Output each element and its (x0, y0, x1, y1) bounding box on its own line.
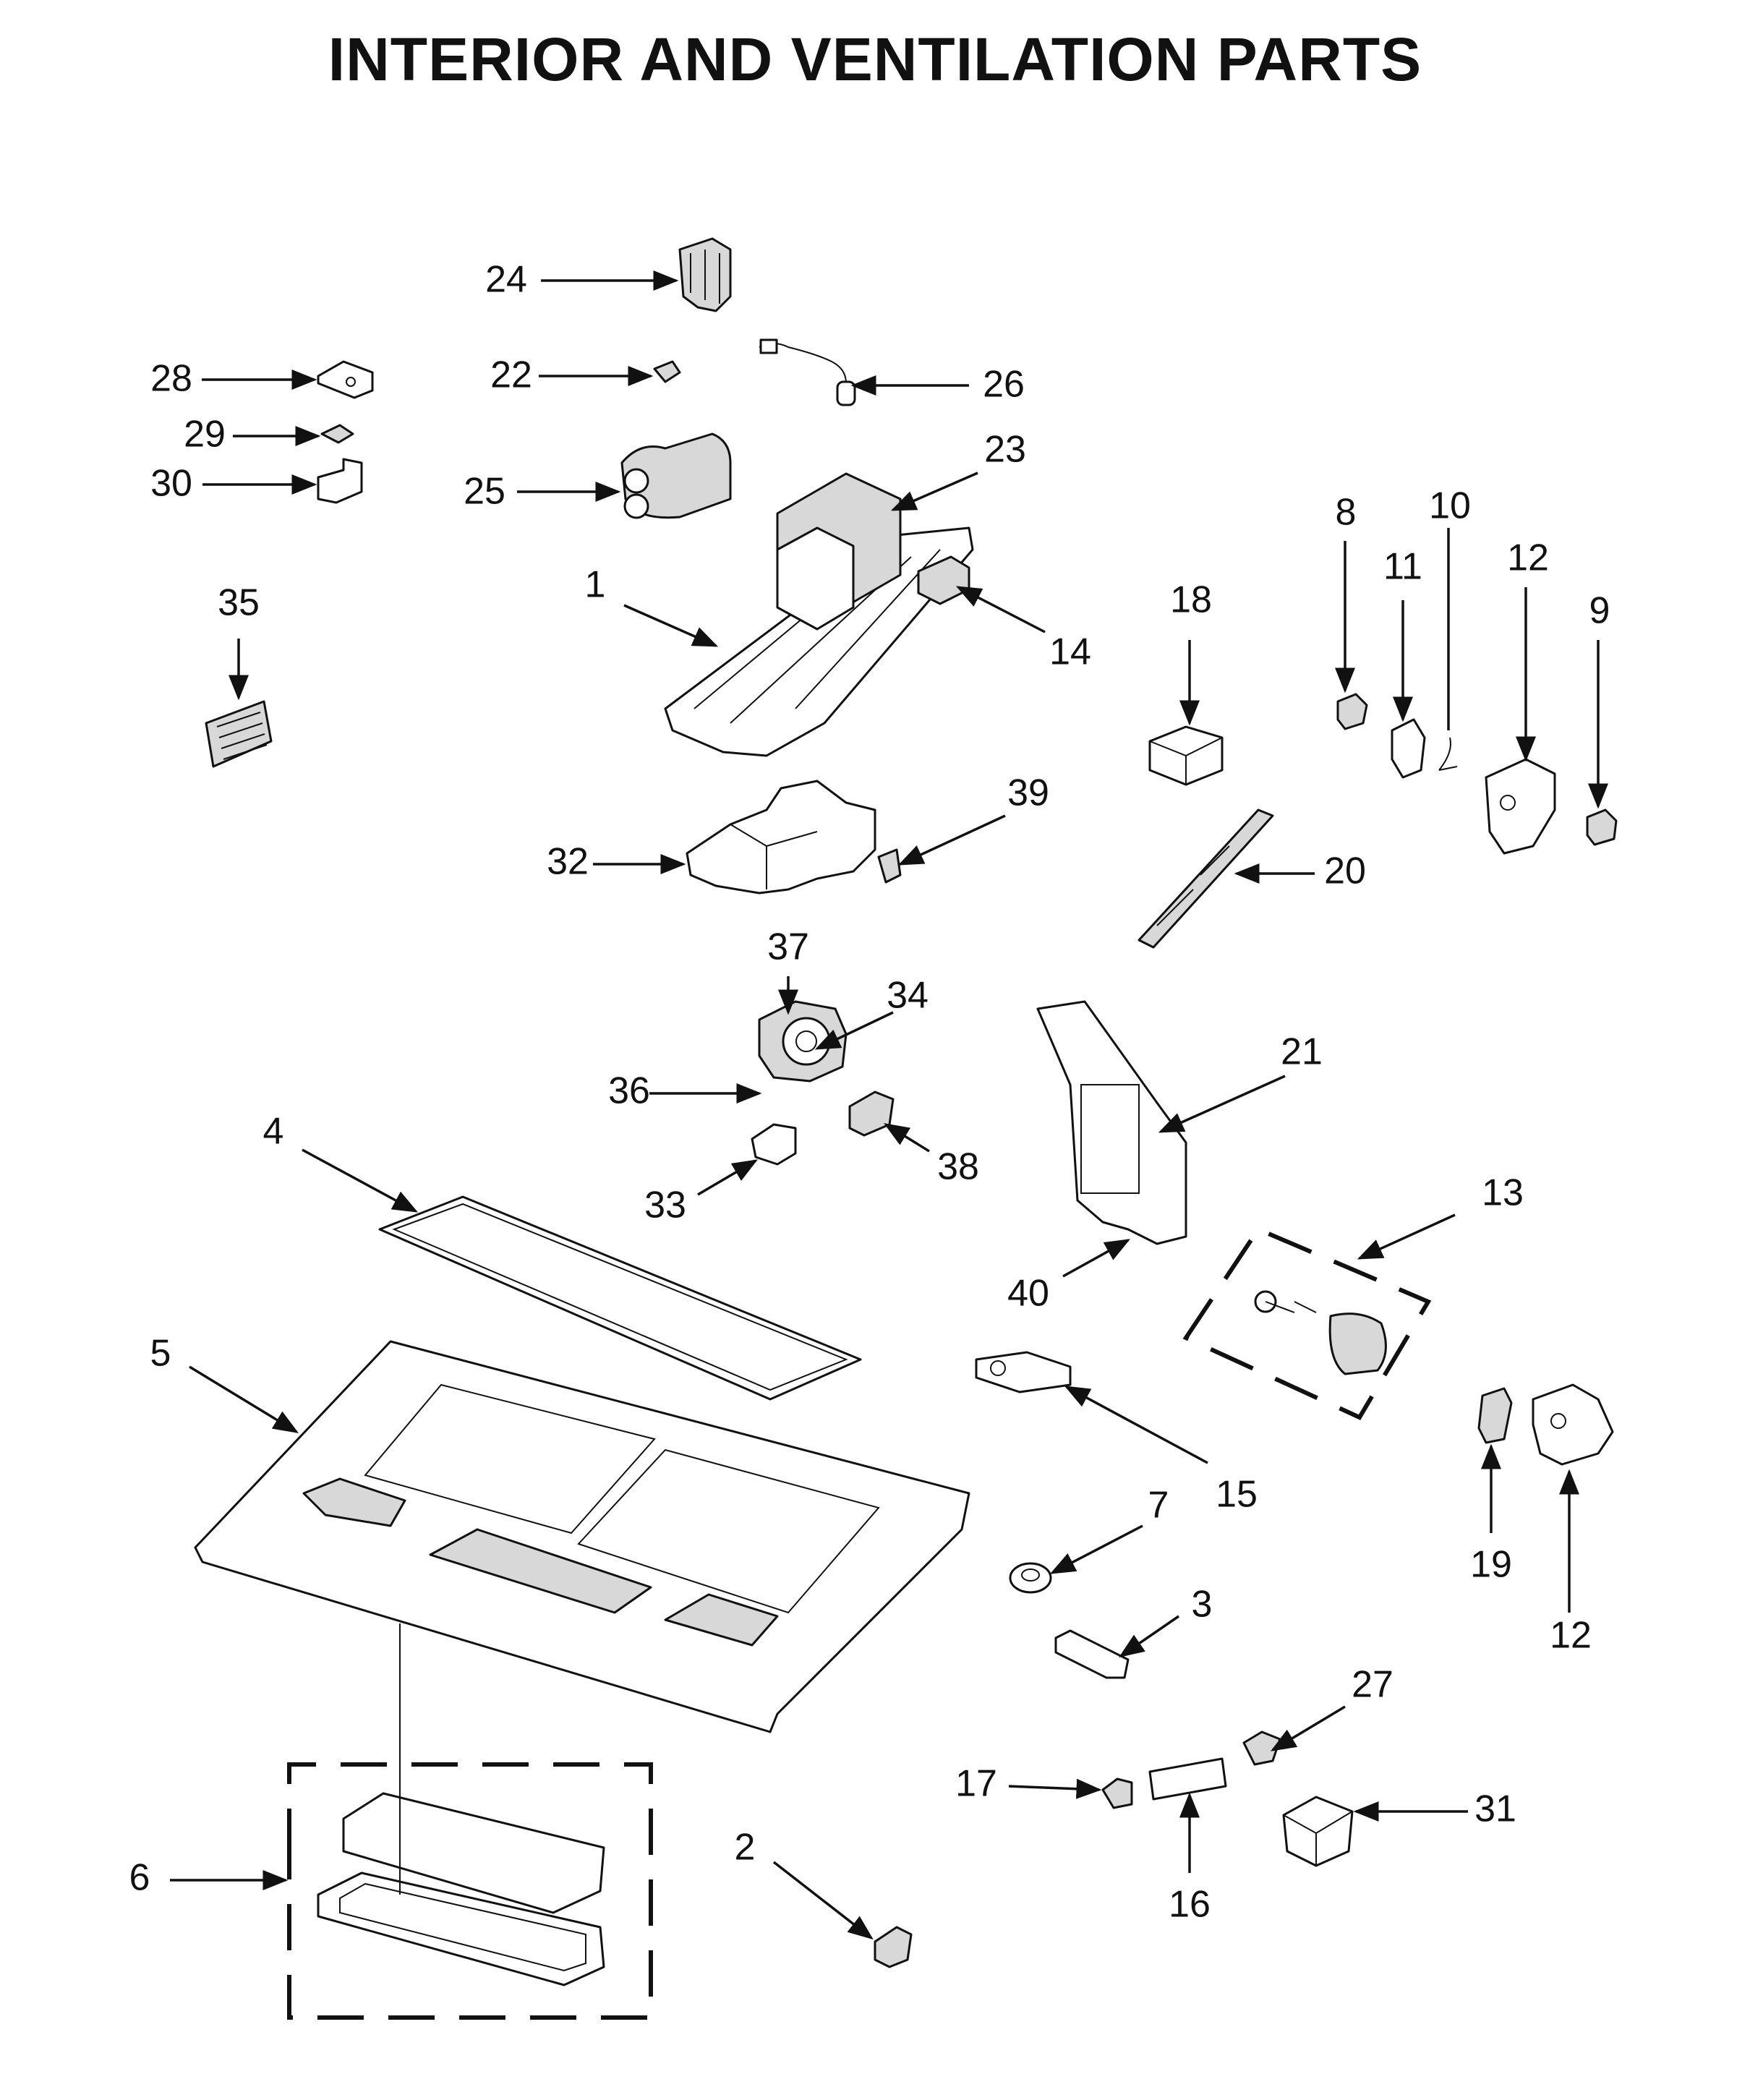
callout-labels: 24 28 22 26 29 30 25 23 8 10 11 12 9 1 3… (129, 259, 1610, 1926)
part-6-frame (317, 1871, 605, 1986)
part-13-motor (1328, 1312, 1387, 1375)
part-19-shape (1477, 1387, 1513, 1444)
callout-28: 28 (150, 358, 192, 400)
part-38-shape (848, 1090, 895, 1137)
callout-8: 8 (1336, 492, 1357, 534)
part-12a-shape (1485, 758, 1556, 855)
part-2-shape (874, 1926, 913, 1968)
callout-39: 39 (1007, 772, 1049, 814)
part-13-group-box (1182, 1226, 1432, 1420)
callout-37: 37 (767, 926, 809, 968)
callout-27: 27 (1352, 1664, 1393, 1706)
callout-16: 16 (1169, 1884, 1211, 1926)
callout-6: 6 (129, 1857, 150, 1899)
callout-29: 29 (184, 414, 226, 456)
callout-13: 13 (1482, 1172, 1524, 1214)
callout-36: 36 (608, 1070, 650, 1112)
callout-18: 18 (1170, 579, 1212, 621)
part-10-shape (1438, 737, 1458, 771)
callout-40: 40 (1007, 1273, 1049, 1315)
part-17-shape (1101, 1777, 1133, 1809)
part-6-group-box (287, 1762, 653, 2020)
callout-38: 38 (937, 1146, 979, 1188)
callout-14: 14 (1049, 631, 1091, 673)
part-29-shape (320, 424, 354, 444)
part-9-shape (1586, 808, 1618, 846)
part-8-shape (1336, 693, 1368, 730)
diagram-title: INTERIOR AND VENTILATION PARTS (328, 25, 1422, 93)
callout-2: 2 (735, 1827, 756, 1869)
callout-4: 4 (263, 1111, 284, 1153)
callout-35: 35 (218, 582, 260, 624)
callout-12-upper: 12 (1507, 537, 1549, 579)
part-4-shape (378, 1195, 862, 1401)
callout-24: 24 (485, 259, 527, 301)
callout-3: 3 (1192, 1584, 1213, 1626)
callout-21: 21 (1281, 1031, 1323, 1073)
callout-7: 7 (1148, 1485, 1169, 1527)
part-33-shape (751, 1123, 797, 1166)
callout-25: 25 (464, 471, 505, 513)
part-35-shape (205, 700, 273, 768)
part-28-shape (317, 360, 374, 399)
callout-30: 30 (150, 463, 192, 505)
callout-19: 19 (1470, 1544, 1512, 1586)
part-5-shape (194, 1340, 970, 1733)
callout-1: 1 (585, 564, 606, 606)
part-39-shape (877, 848, 902, 884)
callout-22: 22 (490, 354, 532, 396)
callout-9: 9 (1589, 590, 1610, 632)
part-20-shape (1138, 808, 1274, 949)
part-21-shape (1036, 1000, 1187, 1245)
callout-20: 20 (1324, 850, 1366, 892)
leader-lines (170, 270, 1608, 1940)
callout-34: 34 (887, 975, 929, 1017)
callout-5: 5 (150, 1333, 171, 1375)
callout-11: 11 (1383, 546, 1422, 588)
part-32-shape (686, 780, 876, 895)
part-3-shape (1054, 1629, 1130, 1679)
part-30-shape (317, 458, 363, 504)
part-16-shape (1148, 1757, 1227, 1801)
part-7-shape (1009, 1562, 1052, 1594)
callout-15: 15 (1216, 1474, 1258, 1516)
callout-32: 32 (547, 841, 589, 883)
callout-17: 17 (955, 1763, 997, 1805)
part-11-shape (1391, 718, 1426, 779)
part-12b-shape (1532, 1383, 1614, 1466)
part-22-shape (653, 360, 681, 383)
callout-26: 26 (983, 364, 1025, 406)
callout-23: 23 (984, 429, 1026, 471)
callout-12-lower: 12 (1550, 1615, 1592, 1657)
part-6-cover (342, 1792, 605, 1914)
part-15-shape (975, 1351, 1072, 1393)
callout-33: 33 (644, 1185, 686, 1226)
callout-10: 10 (1429, 485, 1471, 527)
callout-31: 31 (1474, 1788, 1516, 1830)
